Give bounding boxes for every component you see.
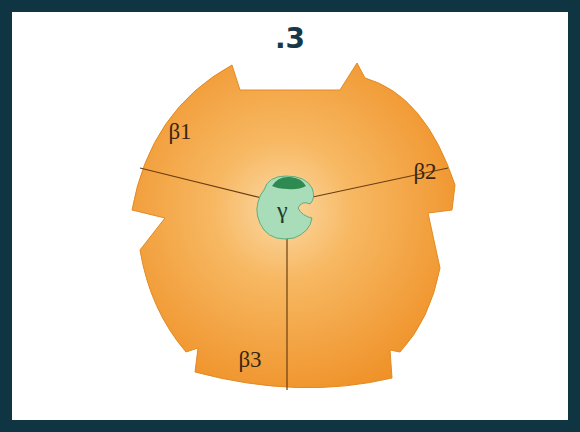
gamma-subunit: γ — [250, 170, 322, 242]
subunit-label: β2 — [413, 159, 436, 185]
gamma-cap — [272, 177, 306, 189]
diagram-title: .3 — [275, 22, 305, 55]
gamma-label: γ — [277, 197, 288, 224]
beta-ring — [132, 63, 455, 388]
subunit-divider — [286, 238, 287, 390]
subunit-label: β1 — [168, 119, 191, 145]
gamma-body — [257, 176, 314, 239]
subunit-label: β3 — [238, 347, 261, 373]
subunit-divider — [140, 168, 262, 198]
